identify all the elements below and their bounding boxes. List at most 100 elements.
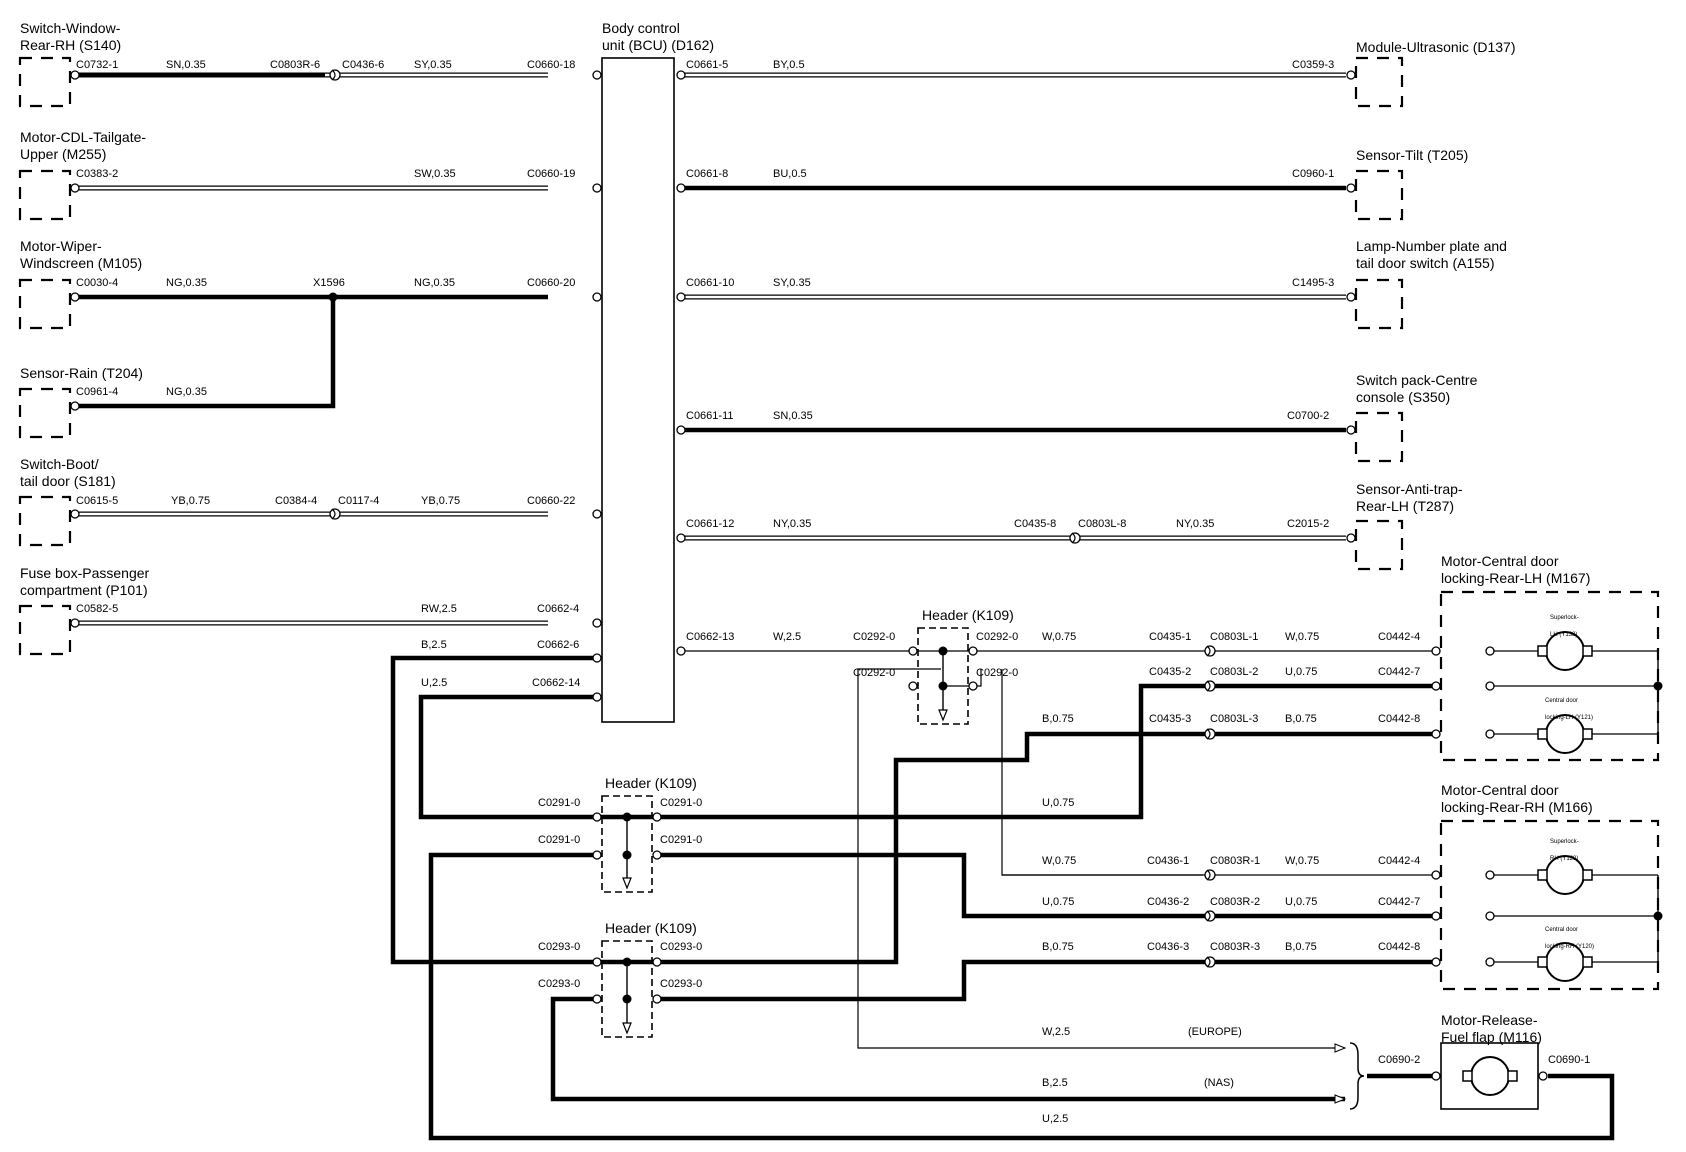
- header-arrow: [938, 709, 948, 722]
- inline-connector-mark: [1206, 910, 1211, 922]
- terminal: [676, 533, 686, 543]
- wire-label: U,0.75: [1042, 896, 1074, 908]
- terminal: [908, 681, 918, 691]
- terminal: [652, 957, 662, 967]
- wire-label: SN,0.35: [166, 59, 206, 71]
- terminal: [1431, 957, 1441, 967]
- wire-label: NG,0.35: [166, 277, 207, 289]
- connector-box-s140: [18, 56, 72, 108]
- wire-label: C0803L-1: [1210, 631, 1258, 643]
- terminal: [1431, 1071, 1441, 1081]
- terminal: [70, 70, 80, 80]
- wire-label: C0700-2: [1287, 410, 1329, 422]
- wire-label: C0442-4: [1378, 855, 1420, 867]
- component-label: Motor-Wiper-Windscreen (M105): [20, 238, 142, 271]
- component-label: Motor-Release-Fuel flap (M116): [1441, 1012, 1542, 1045]
- wire-label: SN,0.35: [773, 410, 813, 422]
- wire-label: C0293-0: [660, 978, 702, 990]
- terminals-layer: [70, 69, 1663, 1081]
- terminal: [908, 646, 918, 656]
- wire-label: C0436-6: [342, 59, 384, 71]
- terminal: [652, 850, 662, 860]
- wire-label: (NAS): [1204, 1077, 1234, 1089]
- wire-label: C0662-6: [537, 639, 579, 651]
- wire-label: C0662-14: [532, 677, 580, 689]
- connector-box-t287: [1354, 519, 1404, 571]
- terminal: [1485, 646, 1495, 656]
- connector-box-s181: [18, 495, 72, 547]
- wire-label: B,2.5: [421, 639, 447, 651]
- wire-label: U,0.75: [1285, 666, 1317, 678]
- terminal: [676, 646, 686, 656]
- wire-label: C0291-0: [538, 834, 580, 846]
- wire-b075-rh: [657, 959, 1432, 1002]
- bcu-box: [601, 57, 675, 723]
- terminal: [1485, 911, 1495, 921]
- components-layer: [18, 56, 1660, 1110]
- connector-box-a155: [1354, 278, 1404, 330]
- wire-label: B,0.75: [1285, 713, 1317, 725]
- wire-c0292-jump: [941, 669, 982, 687]
- wire-label: B,0.75: [1042, 941, 1074, 953]
- wire-u25-lh: [418, 683, 1432, 820]
- wire-label: NY,0.35: [773, 518, 811, 530]
- wire-label: C0803R-6: [270, 59, 320, 71]
- junction-dot: [1653, 681, 1663, 691]
- terminal: [70, 509, 80, 519]
- wire-label: YB,0.75: [421, 495, 460, 507]
- wire-label: C0292-0: [853, 631, 895, 643]
- terminal: [1346, 70, 1356, 80]
- wire-label: U,0.75: [1285, 896, 1317, 908]
- inline-connector-mark: [1206, 869, 1211, 881]
- wire-label: C0435-8: [1014, 518, 1056, 530]
- junction-dot: [622, 850, 632, 860]
- wire-label: C0442-7: [1378, 896, 1420, 908]
- wire-label: C0435-1: [1149, 631, 1191, 643]
- terminal: [70, 401, 80, 411]
- wire-label: U,0.75: [1042, 797, 1074, 809]
- wire-label: W,0.75: [1042, 631, 1076, 643]
- wire-label: C0960-1: [1292, 168, 1334, 180]
- terminal: [70, 183, 80, 193]
- wire-label: C2015-2: [1287, 518, 1329, 530]
- labels-layer: Switch-Window-Rear-RH (S140)Motor-CDL-Ta…: [20, 20, 1594, 1125]
- wire-label: W,2.5: [1042, 1026, 1070, 1038]
- terminal: [592, 653, 602, 663]
- component-label: Sensor-Anti-trap-Rear-LH (T287): [1356, 481, 1463, 514]
- motor-box-m166: [1439, 819, 1660, 991]
- motor-cdl-lh-brush-left: [1537, 728, 1548, 740]
- wire-label: C0435-3: [1149, 713, 1191, 725]
- terminal: [592, 994, 602, 1004]
- terminal: [592, 509, 602, 519]
- header-arrow: [622, 877, 632, 890]
- terminal: [592, 183, 602, 193]
- wire-label: W,0.75: [1042, 855, 1076, 867]
- terminal: [676, 183, 686, 193]
- junction-dot: [938, 681, 948, 691]
- wire-label: C0436-2: [1147, 896, 1189, 908]
- brace: [1349, 1042, 1365, 1110]
- wire-label: C0293-0: [538, 978, 580, 990]
- terminal: [676, 292, 686, 302]
- wire-label: C0442-8: [1378, 713, 1420, 725]
- connector-box-t204: [18, 387, 72, 439]
- wire-label: C0442-8: [1378, 941, 1420, 953]
- component-label: Sensor-Tilt (T205): [1356, 147, 1468, 163]
- terminal: [968, 681, 978, 691]
- header-connector: [917, 627, 969, 725]
- wire-label: X1596: [313, 277, 345, 289]
- wire-label: C0660-19: [527, 168, 575, 180]
- wire-label: C0803R-2: [1210, 896, 1260, 908]
- component-label: Switch-Window-Rear-RH (S140): [20, 20, 121, 53]
- wire-label: SY,0.35: [773, 277, 811, 289]
- wire-w25-europe: [857, 668, 1345, 1049]
- wire-label: YB,0.75: [171, 495, 210, 507]
- terminal: [1346, 183, 1356, 193]
- wire-label: C0383-2: [76, 168, 118, 180]
- terminal: [592, 292, 602, 302]
- wire-label: C0660-22: [527, 495, 575, 507]
- motor-superlock-rh-brush-right: [1582, 869, 1593, 881]
- junction-dot: [622, 812, 632, 822]
